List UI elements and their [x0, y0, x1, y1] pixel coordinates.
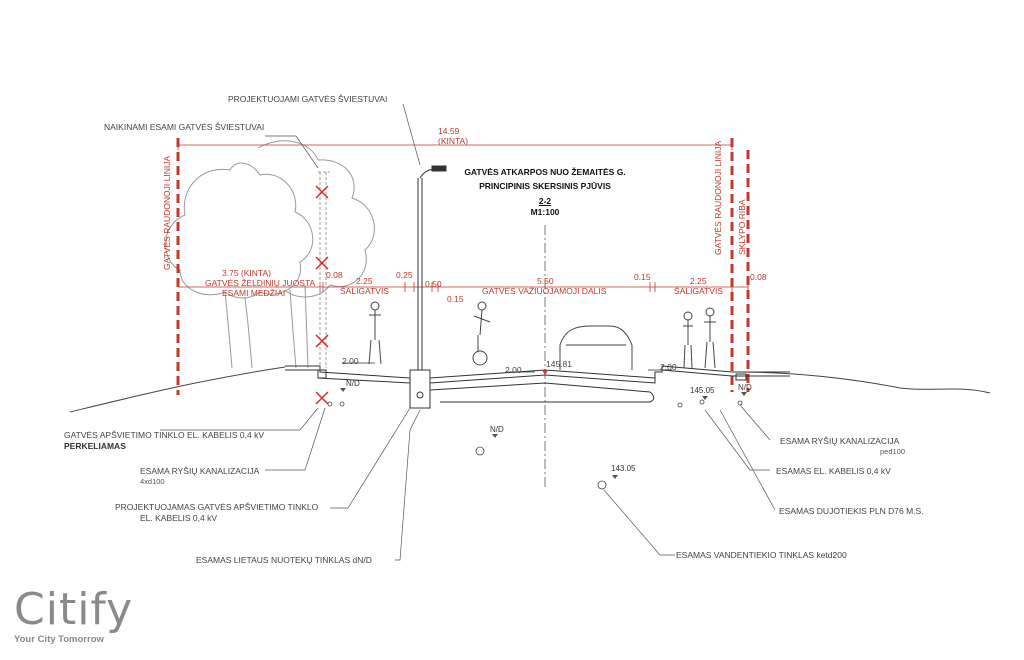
label-el-cable-right: ESAMAS EL. KABELIS 0,4 kV [776, 466, 891, 476]
plot-boundary-label: SKLYPO RIBA [737, 199, 747, 255]
citify-logo: Citify Your City Tomorrow [14, 584, 134, 646]
detail-dimension-line [178, 282, 749, 292]
terrain-line [69, 366, 991, 413]
label-lighting-cable-2: PERKELIAMAS [64, 441, 126, 451]
label-gas-pipe: ESAMAS DUJOTIEKIS PLN D76 M.S. [779, 506, 924, 516]
removed-lamp-post [315, 171, 330, 405]
elev-nd-left: N/D [346, 379, 360, 388]
elev-nd-mid: N/D [490, 425, 504, 434]
dim-025: 0.25 [396, 270, 413, 280]
label-new-lights: PROJEKTUOJAMI GATVĖS ŠVIESTUVAI [228, 94, 388, 104]
dim-sidewalk-right-label: ŠALIGATVIS [674, 286, 723, 296]
slope-right: 2.00 [660, 362, 677, 372]
leader-lines [160, 103, 776, 561]
title-line-2: PRINCIPINIS SKERSINIS PJŪVIS [479, 181, 611, 191]
elevation-markers [340, 388, 747, 479]
car [559, 325, 633, 370]
dim-carriageway-label: GATVĖS VAŽIUOJAMOJI DALIS [482, 286, 607, 296]
label-storm-network: ESAMAS LIETAUS NUOTEKŲ TINKLAS dN/D [196, 555, 372, 565]
elev-145-05: 145.05 [690, 386, 715, 395]
new-lamp-post [409, 165, 447, 409]
label-water-network: ESAMAS VANDENTIEKIO TINKLAS ketd200 [676, 550, 847, 560]
red-line-right-label: GATVĖS RAUDONOJI LINIJA [713, 140, 723, 255]
logo-tagline: Your City Tomorrow [14, 634, 104, 645]
dim-sidewalk-left: 2.25 [356, 276, 373, 286]
label-new-cable-1: PROJEKTUOJAMAS GATVĖS APŠVIETIMO TINKLO [115, 502, 319, 512]
label-telecom-left-2: 4xd100 [140, 477, 165, 486]
dim-carriageway: 5.50 [537, 276, 554, 286]
dim-015-left: 0.15 [447, 294, 464, 304]
dim-008-left: 0.08 [326, 270, 343, 280]
dim-015-right: 0.15 [634, 272, 651, 282]
logo-wordmark: Citify [14, 584, 134, 635]
label-removed-lights: NAIKINAMI ESAMI GATVĖS ŠVIESTUVAI [104, 122, 265, 132]
dim-sidewalk-right: 2.25 [690, 276, 707, 286]
label-telecom-left-1: ESAMA RYŠIŲ KANALIZACIJA [140, 466, 260, 476]
cyclist [472, 301, 491, 366]
red-line-left-label: GATVĖS RAUDONOJI LINIJA [162, 155, 172, 270]
centre-elevation: 145.81 [546, 359, 572, 369]
street-profile [285, 365, 790, 403]
title-line-1: GATVĖS ATKARPOS NUO ŽEMAITĖS G. [464, 167, 626, 177]
section-number: 2-2 [538, 196, 552, 206]
label-new-cable-2: EL. KABELIS 0,4 kV [140, 513, 218, 523]
slope-center: 2.00 [505, 365, 522, 375]
utility-pipes [327, 399, 743, 490]
elev-nd-right: N/D [738, 383, 752, 392]
centre-elevation-marker [542, 370, 548, 375]
pedestrian-left [368, 301, 382, 365]
dim-sidewalk-left-label: ŠALIGATVIS [340, 286, 389, 296]
label-telecom-right-2: ped100 [880, 447, 906, 456]
total-width-dimension [177, 140, 733, 150]
existing-trees [165, 140, 375, 369]
dim-green-label-2: ESAMI MEDŽIAI [222, 288, 286, 298]
dim-050: 0.50 [425, 279, 442, 289]
dimension-total: 14.59 [438, 126, 460, 136]
pedestrians-right [683, 307, 716, 369]
label-lighting-cable-1: GATVĖS APŠVIETIMO TINKLO EL. KABELIS 0,4… [64, 430, 264, 440]
drawing-scale: M1:100 [530, 207, 560, 217]
dim-008-right: 0.08 [750, 272, 767, 282]
dimension-total-note: (KINTA) [438, 136, 469, 146]
slope-left: 2.00 [342, 356, 359, 366]
elev-143-05: 143.05 [611, 464, 636, 473]
red-boundary-lines [176, 138, 750, 395]
dim-green-width: 3.75 (KINTA) [222, 268, 271, 278]
label-telecom-right-1: ESAMA RYŠIŲ KANALIZACIJA [780, 436, 900, 446]
dim-green-label-1: GATVĖS ŽELDINIŲ JUOSTA [205, 278, 316, 288]
slope-arrows [342, 362, 672, 373]
